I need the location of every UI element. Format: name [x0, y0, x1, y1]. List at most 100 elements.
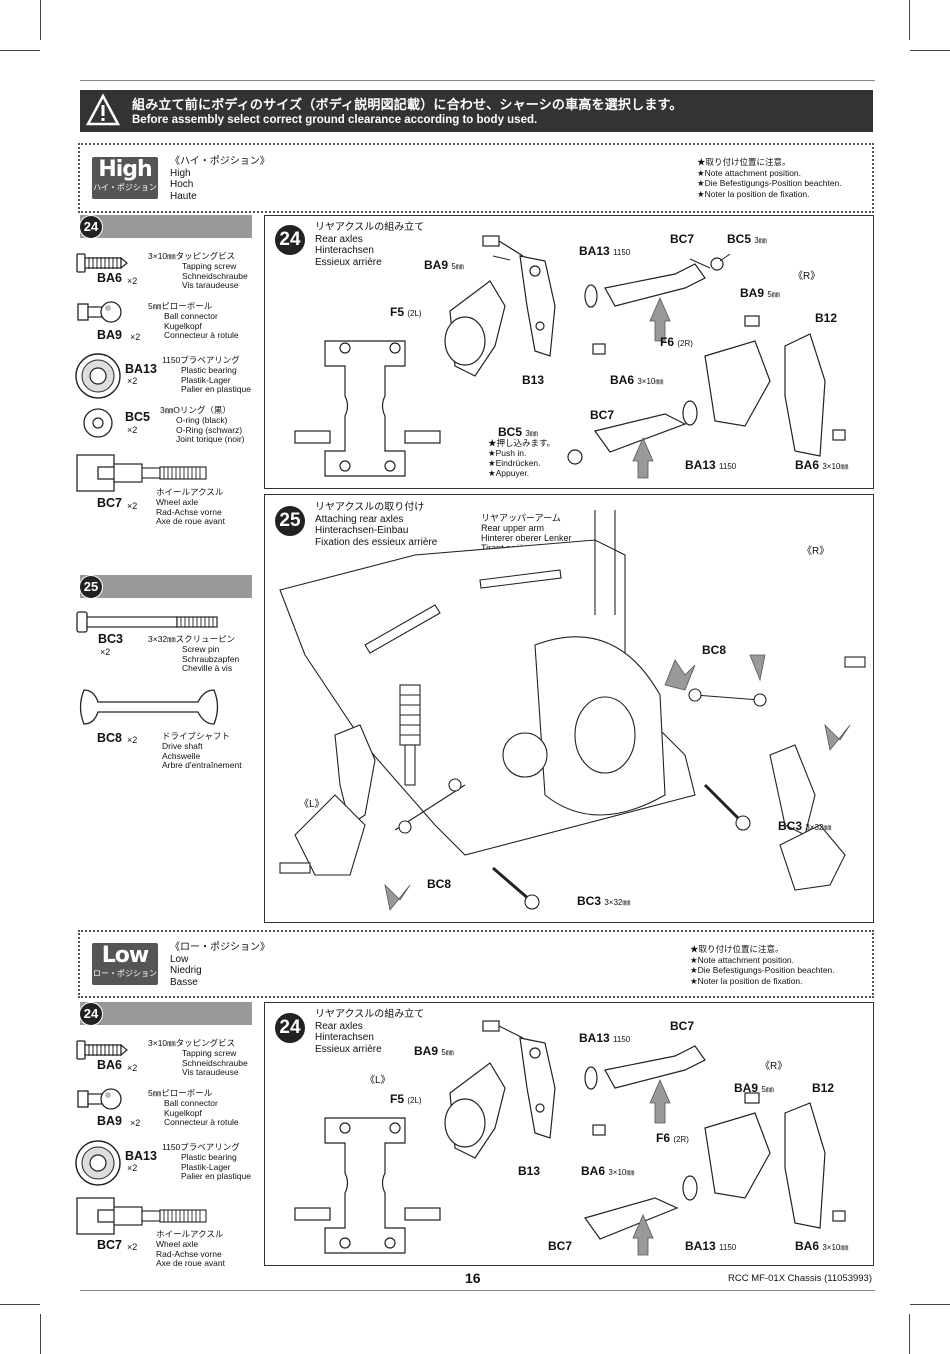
note-fr: ★Noter la position de fixation.: [697, 188, 810, 199]
note-fr: ★Noter la position de fixation.: [690, 975, 803, 986]
p24l-r-label: 《R》: [760, 1061, 788, 1072]
warning-text-jp: 組み立て前にボディのサイズ（ボディ説明図記載）に合わせ、シャーシの車高を選択しま…: [132, 97, 683, 112]
desc-jp: 5㎜ピローボール: [148, 301, 213, 311]
bc3-screw-pin-icon: [76, 611, 218, 633]
ba6-desc: 3×10㎜タッピングビス Tapping screw Schneidschrau…: [148, 251, 248, 291]
desc-en: Ball connector: [164, 310, 218, 321]
ba6-screw-icon: [76, 253, 128, 273]
crop-mark: [0, 1304, 40, 1305]
label-size: 1150: [719, 1243, 737, 1252]
desc-jp: ホイールアクスル: [156, 1229, 224, 1239]
title-de: Hinterachsen: [315, 1032, 374, 1043]
p25-bc8-right-label: BC8: [702, 643, 727, 657]
desc-en: Plastic bearing: [181, 1151, 237, 1162]
label-size: 3×10㎜: [637, 377, 664, 386]
step-24-low-parts-bar: [80, 1002, 252, 1025]
high-position-names: 《ハイ・ポジション》 High Hoch Haute: [170, 156, 270, 202]
p25-r-label: 《R》: [802, 546, 830, 557]
push-de: ★Eindrücken.: [488, 458, 541, 468]
low-badge-label: Low: [101, 943, 149, 968]
ba6-screw-icon: [76, 1040, 128, 1060]
desc-jp: 3㎜Oリング（黒）: [160, 405, 231, 415]
note-de: ★Die Befestigungs-Position beachten.: [697, 178, 842, 188]
name-jp: 《ロー・ポジション》: [170, 942, 270, 953]
crop-mark: [910, 50, 950, 51]
label-size: 5㎜: [767, 290, 780, 299]
label-size: 5㎜: [441, 1048, 454, 1057]
ba9-low-qty: ×2: [130, 1118, 141, 1128]
note-de: ★Die Befestigungs-Position beachten.: [690, 965, 835, 975]
desc-fr: Connecteur à rotule: [164, 1117, 239, 1128]
bc5-qty: ×2: [127, 425, 138, 435]
desc-fr: Connecteur à rotule: [164, 330, 239, 341]
name-de: Niedrig: [170, 965, 202, 976]
title-de: Hinterachsen: [315, 245, 374, 256]
p25-bc8-left-label: BC8: [427, 877, 452, 891]
page-number: 16: [465, 1270, 481, 1286]
desc-jp: 3×32㎜スクリューピン: [148, 634, 236, 644]
desc-fr: Palier en plastique: [181, 384, 251, 395]
bc7-qty: ×2: [127, 501, 138, 511]
p24l-ba9-label: BA9 5㎜: [414, 1044, 454, 1058]
bc3-qty: ×2: [100, 647, 111, 657]
step-24-low-panel-badge: 24: [274, 1012, 306, 1044]
bc7-code: BC7: [97, 496, 123, 510]
step-24-low-panel: [264, 1002, 874, 1266]
p24l-ba13-label: BA13 1150: [579, 1031, 630, 1045]
p24-ba13b-label: BA13 1150: [685, 458, 736, 472]
ba9-ball-connector-icon: [77, 1088, 122, 1110]
step-25-panel-badge: 25: [274, 505, 306, 537]
desc-fr: Axe de roue avant: [156, 1258, 225, 1269]
desc-fr: Vis taraudeuse: [182, 280, 239, 291]
bc7-low-qty: ×2: [127, 1242, 138, 1252]
high-position-header: [78, 143, 874, 213]
arm-jp: リヤアッパーアーム: [481, 513, 561, 523]
title-en: Rear axles: [315, 233, 363, 245]
ba9-qty: ×2: [130, 332, 141, 342]
ba13-low-qty: ×2: [127, 1163, 138, 1173]
desc-de: Achswelle: [162, 750, 201, 761]
bc7-low-code: BC7: [97, 1238, 123, 1252]
p24l-b12-label: B12: [812, 1081, 835, 1095]
title-en: Attaching rear axles: [315, 513, 404, 525]
p24l-bc7-label: BC7: [670, 1019, 695, 1033]
p24-push-in-note: ★押し込みます。 ★Push in. ★Eindrücken. ★Appuyer…: [488, 438, 555, 478]
p25-bc3-left-label: BC3 3×32㎜: [577, 894, 630, 908]
desc-en: Drive shaft: [162, 740, 203, 751]
desc-de: Plastik-Lager: [181, 374, 231, 385]
note-jp: ★取り付け位置に注意。: [697, 157, 791, 167]
crop-mark: [0, 50, 40, 51]
desc-de: Schneidschraube: [182, 1057, 248, 1068]
label-code: BA9: [734, 1081, 759, 1095]
label-size: 3×32㎜: [604, 898, 631, 907]
title-jp: リヤアクスルの組み立て: [315, 1009, 425, 1020]
label-code: BA6: [581, 1164, 606, 1178]
p24-b12-label: B12: [815, 311, 838, 325]
bc3-code: BC3: [98, 632, 124, 646]
rear-axle-attach-drawing: [279, 510, 866, 911]
name-en: Low: [170, 953, 189, 965]
step-25-title: リヤアクスルの取り付け Attaching rear axles Hintera…: [315, 502, 437, 548]
p24l-bc7b-label: BC7: [548, 1239, 573, 1253]
p24l-ba13b-label: BA13 1150: [685, 1239, 736, 1253]
bc5-code: BC5: [125, 410, 151, 424]
desc-jp: 1150プラベアリング: [162, 1142, 240, 1152]
page-bottom-rule: [80, 1290, 875, 1291]
crop-mark: [909, 1314, 910, 1354]
label-size: (2L): [407, 1096, 422, 1105]
label-size: 5㎜: [761, 1085, 774, 1094]
label-code: BA13: [685, 458, 716, 472]
bc7-wheel-axle-icon: [76, 454, 207, 492]
label-size: 3㎜: [754, 236, 767, 245]
desc-fr: Palier en plastique: [181, 1171, 251, 1182]
label-code: F6: [656, 1131, 671, 1145]
label-code: BC3: [778, 819, 803, 833]
label-size: 1150: [613, 248, 631, 257]
desc-de: Schraubzapfen: [182, 653, 240, 664]
crop-mark: [40, 1314, 41, 1354]
label-code: BA13: [685, 1239, 716, 1253]
label-code: F5: [390, 305, 405, 319]
p24l-ba9b-label: BA9 5㎜: [734, 1081, 774, 1095]
ba9-ball-connector-icon: [77, 301, 122, 323]
ba9-low-desc: 5㎜ピローボール Ball connector Kugelkopf Connec…: [148, 1088, 239, 1128]
